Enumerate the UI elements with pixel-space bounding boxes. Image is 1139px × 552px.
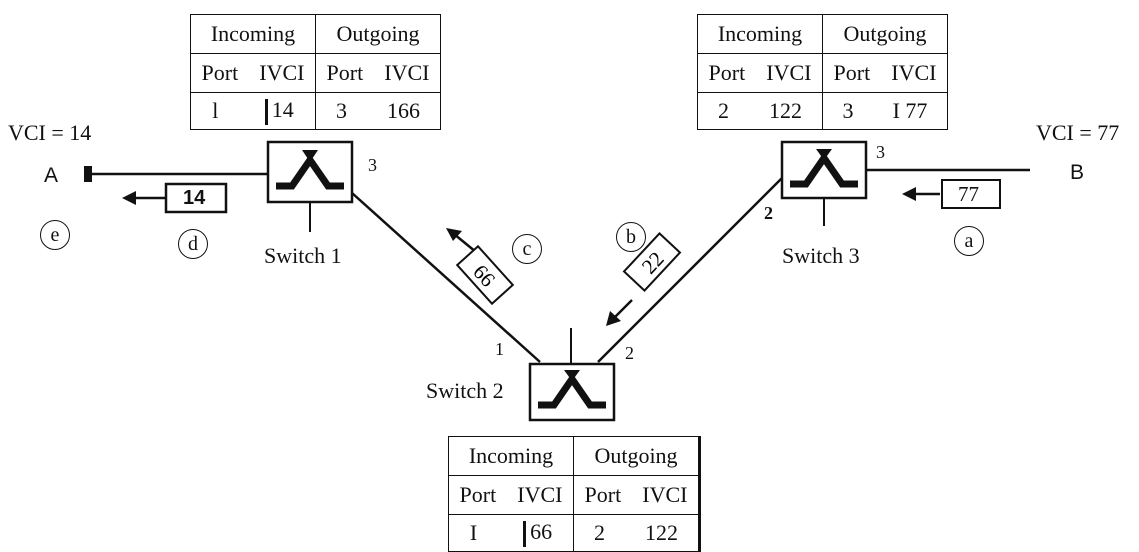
switch-2-port-2: 2 — [625, 343, 634, 363]
cell-b-box — [622, 232, 682, 292]
col-ivci: IVCI — [766, 60, 812, 85]
arrow-a — [902, 187, 940, 201]
header-incoming: Incoming — [190, 14, 316, 54]
out-ivci-value: I 77 — [892, 98, 928, 123]
link-switch1-switch2 — [351, 192, 541, 363]
out-port-value: 3 — [336, 98, 347, 123]
vci-label-b: VCI = 77 — [1036, 120, 1120, 145]
switch-3-routing-table: Incoming Outgoing Port IVCI Port IVCI 2 122… — [697, 14, 948, 130]
switch-3-port-3: 3 — [876, 142, 885, 162]
col-ivci: IVCI — [259, 60, 305, 85]
out-ivci-value: 166 — [387, 98, 420, 123]
col-port: Port — [708, 60, 746, 85]
out-port-value: 3 — [842, 98, 854, 123]
arrow-c — [446, 228, 477, 253]
in-port-value: I — [469, 519, 478, 545]
switch-1-port-3: 3 — [368, 155, 377, 175]
in-port-value: l — [212, 97, 219, 123]
switch-3 — [780, 140, 868, 226]
switch-1 — [266, 140, 354, 232]
col-port: Port — [201, 60, 239, 85]
arrow-d — [122, 191, 166, 205]
cell-c-box — [455, 244, 515, 306]
in-port-value: 2 — [718, 98, 729, 123]
in-ivci-value: 122 — [769, 98, 802, 123]
switch-3-label: Switch 3 — [782, 243, 860, 268]
header-incoming: Incoming — [448, 436, 574, 476]
header-incoming: Incoming — [697, 14, 823, 54]
step-a: a — [954, 226, 984, 256]
col-ivci: IVCI — [642, 482, 688, 507]
node-b-label: B — [1070, 161, 1085, 184]
step-d: d — [178, 229, 208, 259]
switch-2-port-1: 1 — [495, 339, 504, 359]
link-switch2-switch3 — [597, 177, 783, 363]
col-ivci: IVCI — [891, 60, 937, 85]
cell-d-box — [164, 182, 228, 214]
header-outgoing: Outgoing — [822, 14, 948, 54]
node-a-label: A — [44, 164, 59, 187]
arrow-b — [606, 299, 633, 326]
out-ivci-value: 122 — [645, 520, 678, 545]
cell-d-label: 14 — [183, 187, 206, 209]
col-ivci: IVCI — [384, 60, 430, 85]
in-ivci-value: 66 — [530, 519, 553, 545]
step-b: b — [616, 222, 646, 252]
switch-1-label: Switch 1 — [264, 243, 342, 268]
cell-a-label: 77 — [958, 182, 979, 206]
endpoint-a — [84, 166, 92, 182]
col-port: Port — [584, 482, 622, 507]
header-outgoing: Outgoing — [573, 436, 701, 476]
switch-2 — [528, 328, 616, 422]
vci-label-a: VCI = 14 — [8, 120, 92, 145]
out-port-value: 2 — [594, 520, 605, 545]
col-ivci: IVCI — [517, 482, 563, 507]
header-outgoing: Outgoing — [315, 14, 441, 54]
switch-3-port-2: 2 — [764, 203, 773, 223]
col-port: Port — [459, 482, 497, 507]
cell-a-box — [941, 179, 1001, 209]
in-ivci-value: 14 — [271, 97, 294, 123]
switch-2-label: Switch 2 — [426, 378, 504, 403]
col-port: Port — [833, 60, 871, 85]
step-c: c — [512, 234, 542, 264]
col-port: Port — [326, 60, 364, 85]
step-e: e — [40, 220, 70, 250]
